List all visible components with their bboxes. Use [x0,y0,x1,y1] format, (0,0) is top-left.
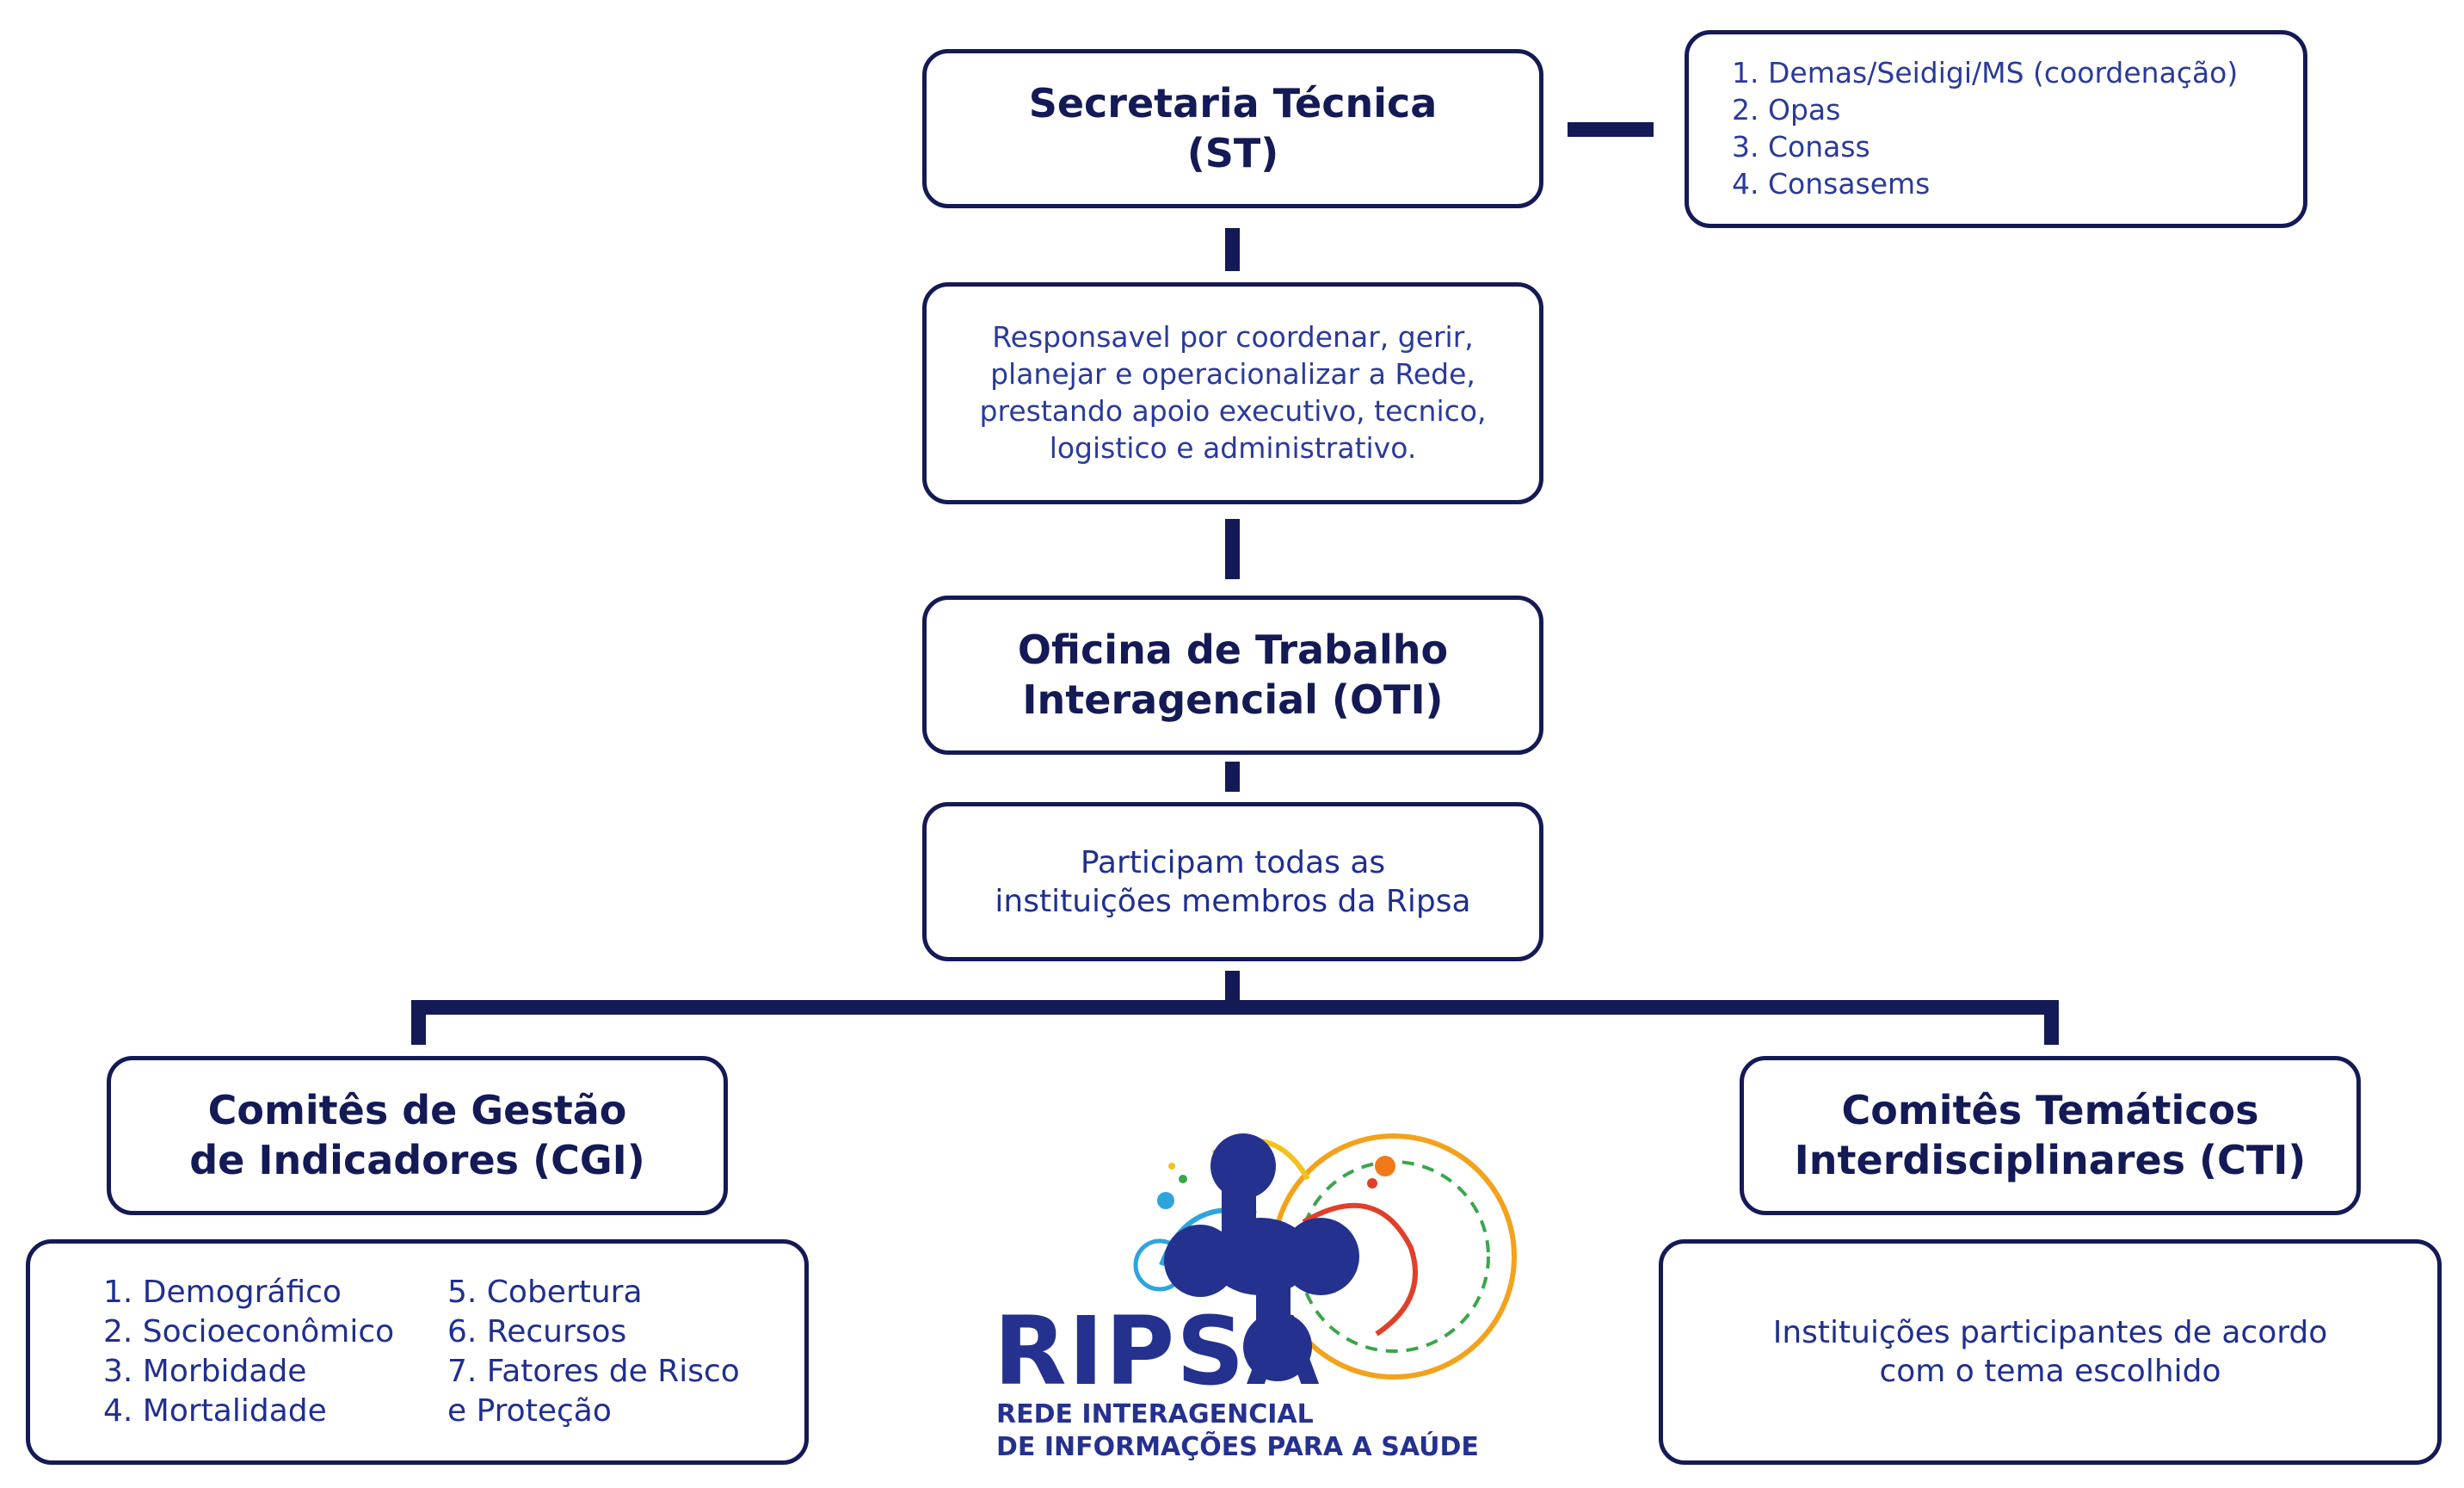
list-item: 3. Morbidade [103,1354,307,1389]
oficina-description-line: Participam todas as [1080,844,1386,880]
member-item: 1. Demas/Seidigi/MS (coordenação) [1732,56,2239,90]
secretaria-description-line: planejar e operacionalizar a Rede, [990,357,1475,392]
secretaria-description-line: prestando apoio executivo, tecnico, [979,394,1487,428]
connector-description-oti [1225,519,1240,579]
oficina-description-box: Participam todas as instituições membros… [922,802,1543,961]
ripsa-tagline-line2: DE INFORMAÇÕES PARA A SAÚDE [996,1432,1479,1462]
secretaria-description-box: Responsavel por coordenar, gerir, planej… [922,282,1543,504]
cgi-title-line1: Comitês de Gestão [207,1087,627,1133]
list-item: 6. Recursos [447,1314,627,1349]
member-item: 4. Consasems [1732,166,1931,201]
logo-arc-red [1302,1202,1418,1337]
member-item: 3. Conass [1732,130,1870,164]
cti-box: Comitês Temáticos Interdisciplinares (CT… [1740,1056,2361,1215]
ripsa-tagline-line1: REDE INTERAGENCIAL [996,1399,1314,1429]
secretaria-tecnica-box: Secretaria Técnica (ST) [922,49,1543,208]
secretaria-members-box: 1. Demas/Seidigi/MS (coordenação) 2. Opa… [1685,30,2307,228]
oficina-title-line1: Oficina de Trabalho [1017,627,1449,673]
oficina-title-line2: Interagencial (OTI) [1022,676,1444,723]
list-item: 1. Demográfico [103,1275,342,1310]
connector-st-members [1568,122,1654,137]
ripsa-wordmark: RIPSA [994,1296,1321,1406]
secretaria-title-line1: Secretaria Técnica [1028,80,1438,127]
logo-dot-yellow [1168,1163,1175,1170]
logo-cross [1164,1133,1359,1381]
connector-horizontal-bar [411,1000,2059,1015]
connector-st-description [1225,228,1240,271]
list-item: e Proteção [447,1393,612,1429]
list-item: 4. Mortalidade [103,1393,327,1429]
cti-title-line1: Comitês Temáticos [1841,1087,2259,1133]
oficina-trabalho-box: Oficina de Trabalho Interagencial (OTI) [922,596,1543,755]
member-item: 2. Opas [1732,93,1841,127]
connector-oti-trunk [1225,971,1240,1007]
cti-description-line: Instituições participantes de acordo [1772,1315,2328,1350]
cti-description-line: com o tema escolhido [1879,1354,2221,1389]
list-item: 5. Cobertura [447,1275,643,1310]
logo-dot-cyan [1157,1192,1174,1209]
list-item: 7. Fatores de Risco [447,1354,740,1389]
secretaria-title-line2: (ST) [1186,129,1279,176]
connector-left-drop [411,1000,426,1045]
list-item: 2. Socioeconômico [103,1314,395,1349]
logo-dot-red [1367,1178,1377,1189]
ripsa-logo-graphic [1133,1133,1517,1381]
secretaria-description-line: logistico e administrativo. [1049,430,1417,465]
secretaria-description-line: Responsavel por coordenar, gerir, [992,320,1474,355]
cgi-list-col2: 5. Cobertura 6. Recursos 7. Fatores de R… [447,1273,740,1431]
logo-dot-green [1179,1175,1187,1183]
cgi-list-col1: 1. Demográfico 2. Socioeconômico 3. Morb… [103,1273,447,1431]
cgi-box: Comitês de Gestão de Indicadores (CGI) [107,1056,728,1215]
cgi-list-box: 1. Demográfico 2. Socioeconômico 3. Morb… [26,1239,809,1465]
connector-oti-description [1225,762,1240,792]
oficina-description-line: instituições membros da Ripsa [995,883,1471,919]
connector-right-drop [2044,1000,2059,1045]
logo-dot-orange [1375,1156,1395,1176]
cti-description-box: Instituições participantes de acordo com… [1659,1239,2442,1465]
cgi-title-line2: de Indicadores (CGI) [189,1136,645,1183]
cti-title-line2: Interdisciplinares (CTI) [1794,1136,2307,1183]
